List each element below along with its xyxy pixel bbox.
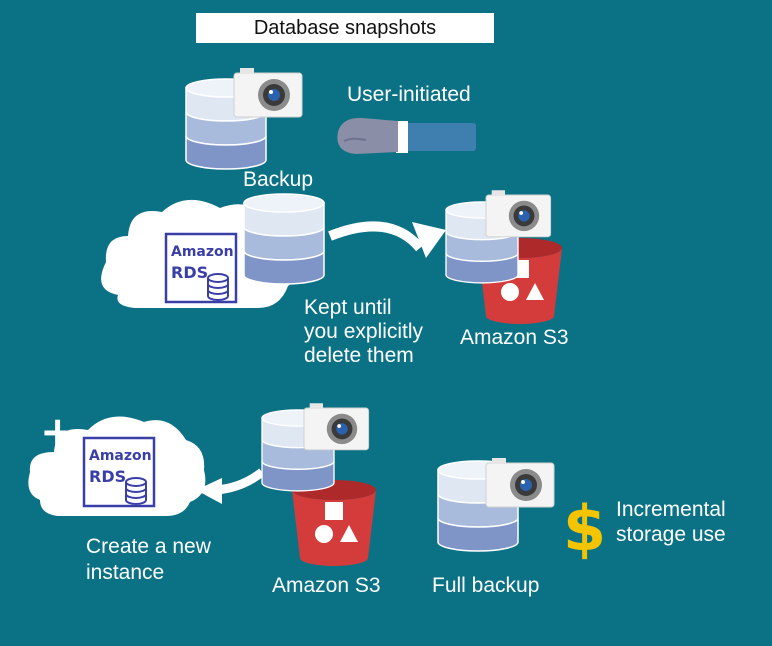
- user-initiated-label: User-initiated: [347, 83, 471, 106]
- hand-icon: [337, 117, 476, 154]
- create-instance-label-line1: Create a new: [86, 535, 211, 558]
- page-title: Database snapshots: [196, 13, 494, 43]
- kept-until-label-line3: delete them: [304, 344, 414, 367]
- create-instance-label-line2: instance: [86, 561, 165, 584]
- camera-icon: [485, 189, 552, 238]
- rds-logo-text: RDS: [171, 263, 208, 282]
- s3-bucket-icon: [292, 480, 376, 566]
- s3-label-bottom: Amazon S3: [272, 574, 381, 597]
- arrow-icon: [328, 221, 446, 258]
- incremental-label-line1: Incremental: [616, 498, 726, 521]
- full-backup-label: Full backup: [432, 574, 540, 597]
- s3-label-top: Amazon S3: [460, 326, 569, 349]
- plus-icon: +: [40, 407, 75, 456]
- camera-icon: [485, 457, 555, 508]
- rds-logo-text: Amazon: [89, 448, 152, 464]
- kept-until-label-line2: you explicitly: [304, 320, 424, 343]
- kept-until-label-line1: Kept until: [304, 296, 392, 319]
- arrow-icon: [196, 468, 265, 504]
- camera-icon: [303, 402, 370, 451]
- dollar-icon: $: [563, 492, 606, 565]
- camera-icon: [233, 67, 303, 118]
- backup-label: Backup: [243, 168, 314, 191]
- database-icon: [243, 193, 325, 285]
- rds-logo-text: RDS: [89, 467, 126, 486]
- incremental-label-line2: storage use: [616, 523, 726, 546]
- rds-logo-text: Amazon: [171, 244, 234, 260]
